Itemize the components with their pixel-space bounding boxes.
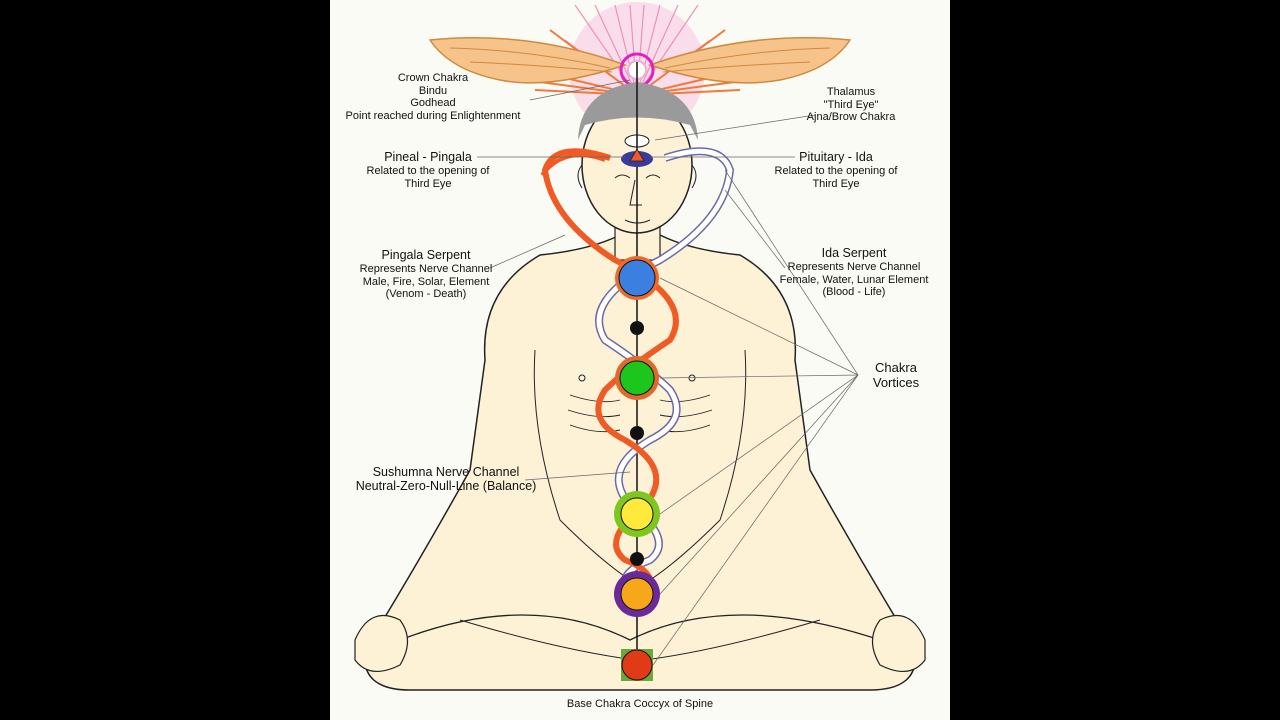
ida-desc-2: Female, Water, Lunar Element [779,273,929,286]
ida-serpent-label: Ida Serpent Represents Nerve Channel Fem… [780,246,929,299]
pituitary-label: Pituitary - Ida Related to the opening o… [775,150,898,190]
chakra-vortices-line-2: Vortices [872,375,920,390]
leader-lines [477,79,859,666]
chakra-diagram-panel: Crown Chakra Bindu Godhead Point reached… [330,0,950,720]
pituitary-desc-2: Third Eye [812,177,860,190]
heart-chakra [615,356,659,400]
thalamus-line-3: Ajna/Brow Chakra [806,111,896,123]
sacral-chakra [614,571,660,617]
hair [578,82,698,140]
root-chakra [621,649,653,681]
thalamus-label: Thalamus "Third Eye" Ajna/Brow Chakra [807,86,896,124]
throat-chakra [615,256,659,300]
spine-node-3 [630,552,644,566]
pingala-desc-3: (Venom - Death) [385,288,467,300]
pituitary-title: Pituitary - Ida [799,150,873,164]
chakra-diagram [354,2,926,691]
base-chakra-label: Base Chakra Coccyx of Spine [566,698,714,710]
crown-line-1: Crown Chakra [397,72,469,84]
pingala-title: Pingala Serpent [381,248,471,262]
sushumna-line-2: Neutral-Zero-Null-Line (Balance) [355,479,537,493]
ida-desc-3: (Blood - Life) [822,286,886,298]
spine-node-2 [630,426,644,440]
sushumna-line-1: Sushumna Nerve Channel [372,465,520,479]
body-outline [363,234,917,691]
spine-node-1 [630,321,644,335]
ida-desc-1: Represents Nerve Channel [787,261,921,273]
crown-line-2: Bindu [418,84,448,97]
crown-line-3: Godhead [410,97,456,109]
ida-title: Ida Serpent [821,246,887,260]
left-hand [354,614,409,672]
sushumna-label: Sushumna Nerve Channel Neutral-Zero-Null… [356,465,537,493]
pineal-desc-1: Related to the opening of [366,165,490,177]
solar-plexus-chakra [614,491,660,537]
chakra-vortices-line-1: Chakra [875,360,917,375]
pineal-title: Pineal - Pingala [384,150,472,164]
pineal-desc-2: Third Eye [404,177,452,190]
thalamus-line-1: Thalamus [826,86,876,98]
pingala-desc-2: Male, Fire, Solar, Element [362,275,490,288]
pineal-label: Pineal - Pingala Related to the opening … [367,150,490,190]
pingala-serpent-label: Pingala Serpent Represents Nerve Channel… [360,248,493,301]
pingala-desc-1: Represents Nerve Channel [359,263,493,275]
crown-chakra-label: Crown Chakra Bindu Godhead Point reached… [346,72,521,122]
right-hand [871,614,926,672]
crown-line-4: Point reached during Enlightenment [345,109,521,122]
chakra-vortices-label: Chakra Vortices [873,360,919,390]
pituitary-desc-1: Related to the opening of [774,165,898,177]
thalamus-line-2: "Third Eye" [823,98,879,111]
